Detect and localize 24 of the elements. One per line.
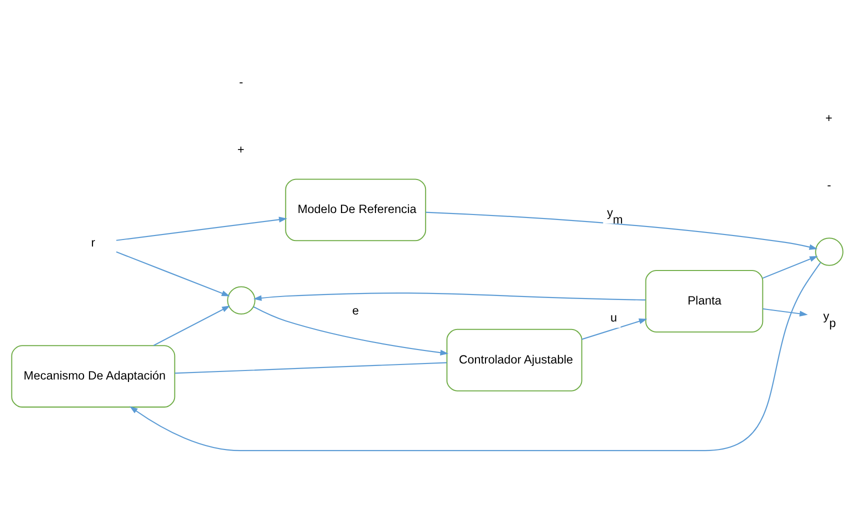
label: + (237, 142, 244, 156)
node-text: r (91, 235, 96, 250)
node-box: Controlador Ajustable (446, 328, 582, 392)
node-circle (227, 286, 256, 315)
arrow (426, 212, 818, 250)
arrow (762, 308, 808, 317)
label: - (827, 178, 832, 192)
connector (174, 362, 447, 374)
arrow (116, 251, 230, 296)
label: + (825, 110, 832, 125)
label: - (239, 74, 244, 89)
arrow (762, 256, 818, 279)
arrow (153, 306, 230, 346)
edge-label: u (610, 310, 617, 324)
node-box: Modelo De Referencia (285, 178, 426, 242)
arrow (130, 262, 822, 452)
node-box: Mecanismo De Adaptación (11, 345, 176, 408)
arrow (582, 318, 648, 340)
node-circle (815, 238, 844, 266)
node-box: Planta (645, 270, 764, 332)
arrow (253, 292, 646, 301)
arrow (253, 306, 448, 356)
edge-label: e (352, 304, 359, 318)
arrow (116, 216, 288, 241)
